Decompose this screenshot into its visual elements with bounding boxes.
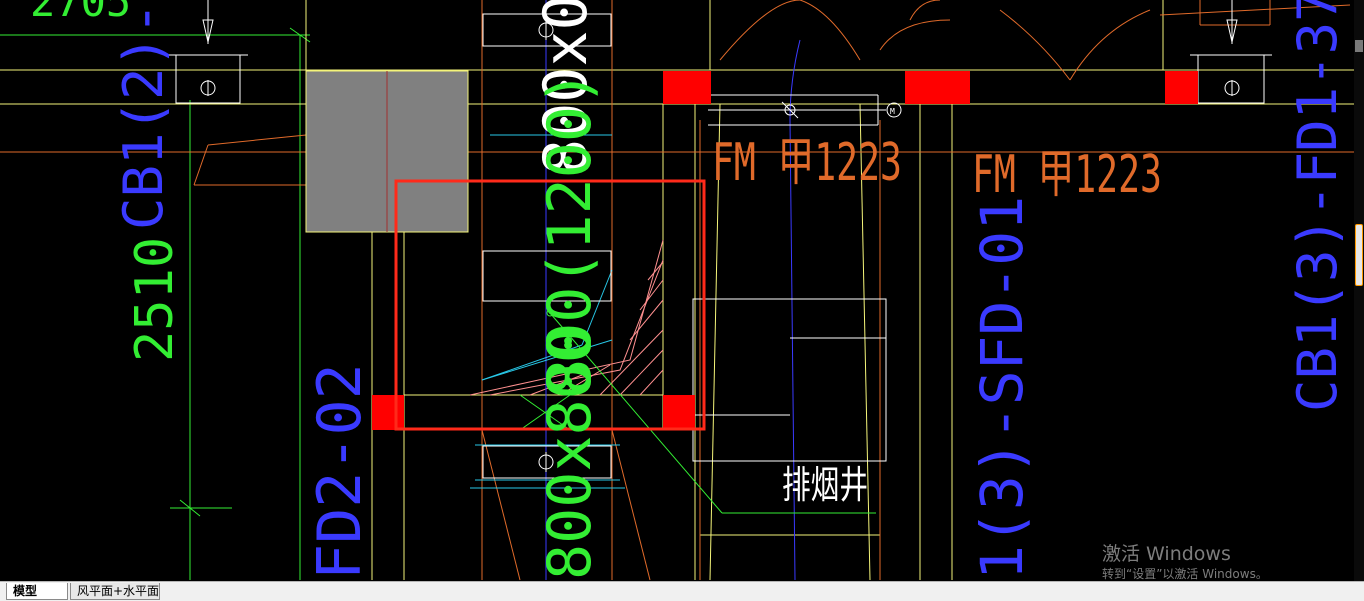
scrollbar-thumb[interactable]: [1355, 224, 1363, 286]
yellow-wall-lines: [0, 0, 1354, 581]
label-duct-bottom: 800x800: [535, 327, 605, 580]
label-smoke-shaft: 排烟井: [782, 463, 868, 507]
cyan-lines: [470, 134, 625, 489]
hatched-shaft: [469, 239, 664, 396]
blue-lines: [545, 0, 801, 581]
green-dimension-lines: [0, 27, 311, 580]
label-cb1-3: CB1(3)-FD1-37: [1286, 0, 1349, 412]
label-duct-800: 800(1200): [535, 70, 605, 395]
orange-duct-lines: [0, 0, 1354, 581]
valve-symbol-text: M: [890, 107, 895, 116]
label-sfd: 1(3)-SFD-01: [968, 196, 1036, 580]
label-fm-2: FM 甲1223: [972, 145, 1162, 205]
windows-activation-watermark: 激活 Windows 转到“设置”以激活 Windows。: [1102, 542, 1268, 582]
tab-layout[interactable]: 风平面+水平面: [70, 583, 160, 600]
label-fd2-02: FD2-02: [305, 363, 375, 580]
label-cb1-2-fd: CB1(2)-FD: [112, 0, 175, 230]
green-leader: [519, 309, 876, 514]
tab-model[interactable]: 模型: [6, 583, 68, 600]
cad-drawing: M 2705 2510 CB1(2)-FD FD2-02 800x0 800(1…: [0, 0, 1354, 581]
dim-2510: 2510: [125, 237, 185, 362]
vertical-scrollbar[interactable]: [1354, 0, 1364, 581]
cad-drawing-canvas[interactable]: M 2705 2510 CB1(2)-FD FD2-02 800x0 800(1…: [0, 0, 1364, 581]
label-duct-top: 800x0: [531, 0, 601, 175]
layout-tab-bar: 模型 风平面+水平面: [0, 581, 1364, 601]
watermark-line-2: 转到“设置”以激活 Windows。: [1102, 567, 1268, 581]
scroll-up-arrow[interactable]: [1355, 40, 1363, 52]
selection-box[interactable]: [394, 179, 706, 431]
label-fm-1: FM 甲1223: [712, 133, 902, 193]
red-columns: [372, 71, 1198, 430]
dim-2705: 2705: [30, 0, 131, 26]
watermark-line-1: 激活 Windows: [1102, 543, 1231, 565]
